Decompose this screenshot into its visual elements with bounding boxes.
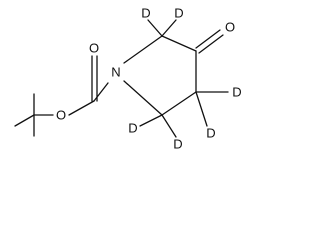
bond-nitrogen-to-c2 xyxy=(123,35,163,64)
atom-nitrogen: N xyxy=(111,65,120,80)
bond-c4-to-c5 xyxy=(161,91,197,116)
atom-deuterium-c2-right: D xyxy=(174,6,183,21)
bond-c4-to-d4 xyxy=(195,91,208,127)
atom-oxygen-ketone: O xyxy=(225,20,235,35)
atom-deuterium-c5-bottom: D xyxy=(173,137,182,152)
bond-c2-to-c3 xyxy=(161,35,197,52)
atom-deuterium-c4-bottom: D xyxy=(206,126,215,141)
atom-deuterium-c4-right: D xyxy=(232,85,241,100)
atom-oxygen-carbonyl: O xyxy=(89,41,99,56)
bond-carbonyl-carbon-to-nitrogen xyxy=(93,82,109,102)
bond-c5-to-d6 xyxy=(161,114,177,138)
bond-c2-to-d1 xyxy=(147,19,163,37)
bond-tbu-methyl-left xyxy=(14,114,35,127)
chemical-structure-diagram: O O N O D D D D D D xyxy=(14,6,242,152)
atom-oxygen-ester: O xyxy=(56,108,66,123)
bond-ketone-double-lower xyxy=(198,34,224,54)
bond-ketone-double-upper xyxy=(195,29,221,49)
bond-c2-to-d2 xyxy=(161,19,177,37)
bond-c5-to-nitrogen xyxy=(123,80,163,116)
atom-deuterium-c5-left: D xyxy=(128,121,137,136)
bond-c5-to-d5 xyxy=(139,114,163,127)
bond-ester-oxygen-to-carbonyl-carbon xyxy=(68,100,95,116)
atom-deuterium-c2-left: D xyxy=(141,6,150,21)
